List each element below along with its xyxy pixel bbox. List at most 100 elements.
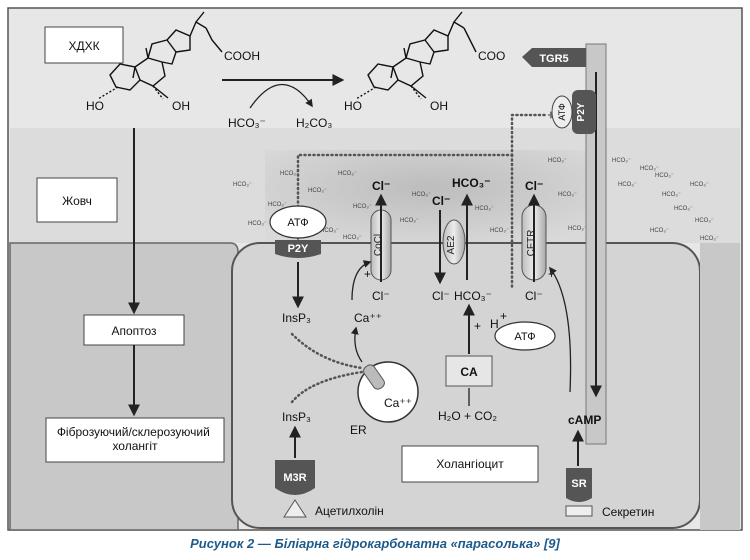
svg-text:HCO₃⁻: HCO₃⁻ [650,228,669,234]
p2y-right-receptor [572,90,596,134]
bile-label: Жовч [62,194,92,208]
cl-ae2-bottom-label: Cl⁻ [432,289,450,303]
ca-plus-label: + [474,319,481,333]
hco3-reactant-label: HCO₃⁻ [228,116,266,130]
cocl-label: CoCl [373,234,384,256]
er-ca-release-arrow [350,326,363,363]
tgr5-receptor [522,48,586,67]
cholangitis-box [45,417,225,463]
svg-text:HCO₃⁻: HCO₃⁻ [233,182,252,188]
ae2-label: AE2 [446,235,457,254]
svg-text:HCO₃⁻: HCO₃⁻ [548,158,567,164]
er-label: ER [350,423,367,437]
insp3-receptor-channel [363,364,385,390]
atp-bottom-ligand [494,321,556,351]
udca-molecule-right [355,11,477,100]
svg-text:HCO₃⁻: HCO₃⁻ [475,206,494,212]
svg-text:HCO₃⁻: HCO₃⁻ [568,226,587,232]
water-co2-label: H₂O + CO₂ [438,409,497,423]
oh-left-label: OH [172,99,190,113]
ho-left-label: HO [86,99,104,113]
camp-activates-cftr-arrow [549,266,572,393]
insp3-top-label: InsP₃ [282,311,311,325]
svg-text:HCO₃⁻: HCO₃⁻ [558,192,577,198]
ca-enzyme-label: CA [460,365,478,379]
atp-bottom-label: АТФ [514,331,535,343]
svg-text:HCO₃⁻: HCO₃⁻ [343,235,362,241]
udca-label: ХДХК [68,39,99,53]
ca-er-label: Ca⁺⁺ [384,396,412,410]
h-plus-label: H [490,317,499,331]
insp3-to-er-path-bottom [290,370,364,404]
svg-text:HCO₃⁻: HCO₃⁻ [674,206,693,212]
right-tissue [700,243,740,530]
ca-enzyme-box [445,355,493,387]
ca-activates-cocl-arrow [351,260,372,301]
cl-cocl-bottom-label: Cl⁻ [372,289,390,303]
cooh-label: COOH [224,49,260,63]
h-plus-sign: + [500,309,507,323]
svg-text:HCO₃⁻: HCO₃⁻ [280,171,299,177]
insp3-bottom-label: InsP₃ [282,410,311,424]
cl-cocl-top-label: Cl⁻ [372,179,390,193]
svg-text:HCO₃⁻: HCO₃⁻ [353,204,372,210]
ae2-exchanger [442,219,466,265]
p2y-right-label: P2Y [576,102,587,121]
cholangitis-label: Фіброзуючий/склерозуючий холангіт [57,425,213,453]
udca-molecule-left [97,11,223,100]
atp-left-ligand [269,205,327,239]
cholangiocyte-label: Холангіоцит [436,457,504,471]
cl-ae2-top-label: Cl⁻ [432,194,450,208]
hco3-ae2-bottom-label: HCO₃⁻ [454,289,492,303]
m3r-label: M3R [283,472,306,484]
p2y-left-label: P2Y [288,243,309,255]
tgr5-label: TGR5 [539,53,568,65]
atp-left-label: АТФ [287,217,308,229]
svg-text:HCO₃⁻: HCO₃⁻ [690,182,709,188]
camp-label: cAMP [568,413,601,427]
cftr-label: CFTR [526,230,537,257]
coo-label: COO [478,49,505,63]
svg-text:HCO₃⁻: HCO₃⁻ [320,228,339,234]
p2y-left-receptor [275,240,321,258]
acetylcholine-label: Ацетилхолін [315,504,384,518]
svg-text:HCO₃⁻: HCO₃⁻ [662,192,681,198]
atp-right-ligand [551,95,573,129]
left-tissue [9,242,239,531]
ho-right-label: HO [344,99,362,113]
cl-cftr-top-label: Cl⁻ [525,179,543,193]
m3r-receptor [275,460,315,495]
hco3-scatter: HCO₃⁻ HCO₃⁻ HCO₃⁻ HCO₃⁻ HCO₃⁻ HCO₃⁻ HCO₃… [233,158,719,242]
insp3-to-er-path-top [290,332,364,370]
oh-right-label: OH [430,99,448,113]
secretin-label: Секретин [602,505,654,519]
svg-text:HCO₃⁻: HCO₃⁻ [248,221,267,227]
ca-cyto-label: Ca⁺⁺ [354,311,382,325]
hco3-ae2-top-label: HCO₃⁻ [452,176,491,190]
svg-text:HCO₃⁻: HCO₃⁻ [412,192,431,198]
h2co3-product-label: H₂CO₃ [296,116,332,130]
secretin-ligand [565,505,593,517]
svg-text:HCO₃⁻: HCO₃⁻ [612,158,631,164]
svg-text:HCO₃⁻: HCO₃⁻ [338,171,357,177]
sr-label: SR [571,478,586,490]
figure-caption: Рисунок 2 — Біліарна гідрокарбонатна «па… [190,536,560,551]
udca-box [44,26,124,64]
acetylcholine-ligand [283,499,307,518]
svg-text:HCO₃⁻: HCO₃⁻ [308,188,327,194]
svg-text:HCO₃⁻: HCO₃⁻ [268,202,287,208]
cholangiocyte-box [401,445,539,483]
apoptosis-label: Апоптоз [111,324,157,338]
svg-text:HCO₃⁻: HCO₃⁻ [700,236,719,242]
svg-text:HCO₃⁻: HCO₃⁻ [400,218,419,224]
cocl-plus-label: + [364,267,371,281]
svg-text:HCO₃⁻: HCO₃⁻ [618,182,637,188]
svg-text:HCO₃⁻: HCO₃⁻ [655,173,674,179]
proton-transfer-curve [249,83,313,109]
atp-right-label: АТФ [557,103,567,120]
svg-text:HCO₃⁻: HCO₃⁻ [640,166,659,172]
cl-cftr-bottom-label: Cl⁻ [525,289,543,303]
svg-text:HCO₃⁻: HCO₃⁻ [695,218,714,224]
bile-box [36,177,118,223]
